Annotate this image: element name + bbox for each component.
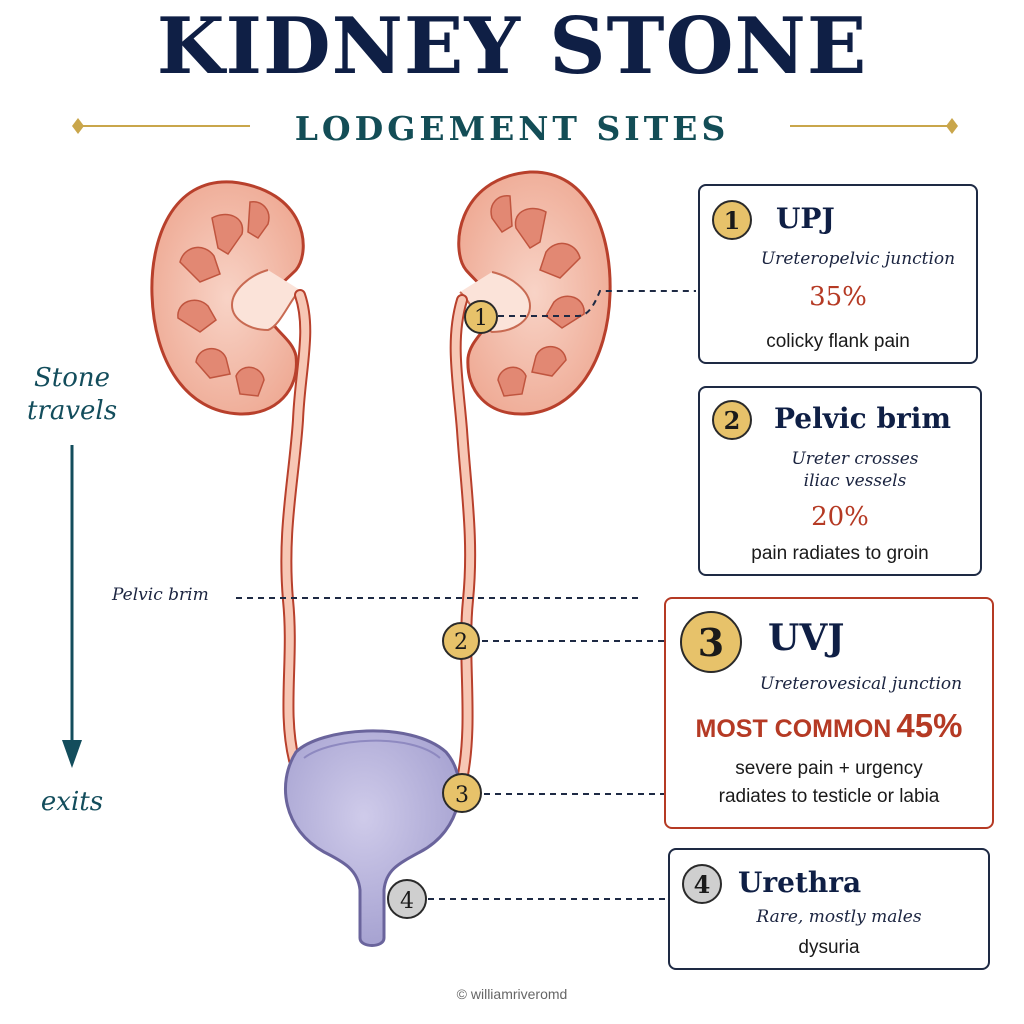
left-kidney (150, 180, 305, 416)
site-description: severe pain + urgency radiates to testic… (718, 758, 940, 807)
site-title: UVJ (768, 617, 845, 659)
ureters (280, 289, 477, 786)
stone-pin-2: 2 (442, 622, 480, 660)
svg-text:2: 2 (454, 630, 468, 655)
subtitle-ornament (72, 118, 958, 134)
site-card-uvj: 3 UVJ Ureterovesical junction MOST COMMO… (664, 597, 994, 829)
stone-pin-1: 1 (464, 300, 498, 334)
stone-pin-4: 4 (387, 879, 427, 919)
page-subtitle: LODGEMENT SITES (294, 109, 730, 148)
site-card-upj: 1 UPJ Ureteropelvic junction 35% colicky… (698, 184, 978, 364)
site-description: pain radiates to groin (751, 543, 929, 564)
connector-lines (236, 290, 696, 900)
site-title: Pelvic brim (774, 402, 952, 435)
site-title: UPJ (776, 202, 835, 235)
travel-arrow (62, 445, 82, 768)
site-card-urethra: 4 Urethra Rare, mostly males dysuria (668, 848, 990, 970)
site-description: colicky flank pain (766, 331, 910, 352)
page-title: KIDNEY STONE (156, 1, 868, 92)
site-subtitle: Ureterovesical junction (759, 674, 963, 694)
site-number-badge: 2 (712, 400, 752, 440)
bladder (283, 729, 461, 947)
stone-travels-label: Stone travels (26, 363, 118, 426)
svg-text:4: 4 (400, 889, 414, 914)
site-description: dysuria (798, 937, 860, 958)
exits-label: exits (40, 787, 104, 817)
site-number-badge: 1 (712, 200, 752, 240)
site-card-pelvic-brim: 2 Pelvic brim Ureter crosses iliac vesse… (698, 386, 982, 576)
svg-text:1: 1 (474, 306, 488, 331)
most-common-line: MOST COMMON 45% (666, 707, 992, 745)
right-kidney (457, 170, 612, 416)
pelvic-brim-label: Pelvic brim (112, 585, 209, 605)
site-percent: 20% (811, 502, 869, 532)
site-subtitle: Rare, mostly males (756, 907, 922, 927)
site-percent: 45% (896, 707, 963, 744)
site-title: Urethra (738, 866, 862, 899)
site-number-badge: 4 (682, 864, 722, 904)
site-percent: 35% (809, 282, 867, 312)
stone-pin-3: 3 (442, 773, 482, 813)
site-number-badge: 3 (680, 611, 742, 673)
site-subtitle: Ureter crosses iliac vessels (791, 449, 919, 492)
credit: © williamriveromd (456, 986, 568, 1002)
svg-text:3: 3 (455, 783, 469, 808)
most-common-badge: MOST COMMON (695, 715, 892, 743)
site-subtitle: Ureteropelvic junction (760, 249, 956, 269)
